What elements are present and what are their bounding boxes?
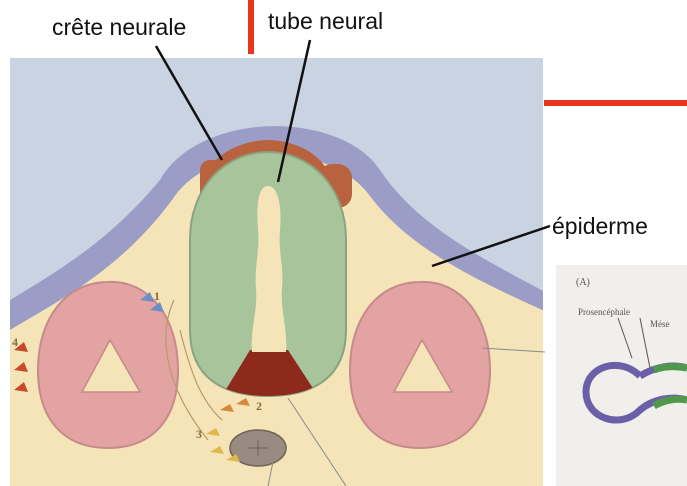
inset-label-prosencephale: Prosencéphale <box>578 308 630 317</box>
neural-tube <box>190 152 346 396</box>
inset-label-mesencephale: Mése <box>650 320 670 329</box>
red-accent-bar-horizontal <box>544 100 687 106</box>
label-neural-crest: crête neurale <box>52 16 186 39</box>
main-illustration <box>10 58 560 486</box>
label-neural-tube: tube neural <box>268 10 383 33</box>
migration-number-2: 2 <box>256 400 262 412</box>
right-somite <box>350 282 490 448</box>
label-epidermis: épiderme <box>552 215 648 238</box>
migration-number-1: 1 <box>154 290 160 302</box>
migration-number-4: 4 <box>12 336 18 348</box>
inset-panel-letter: (A) <box>576 278 590 288</box>
inset-figure <box>556 265 687 486</box>
migration-number-3: 3 <box>196 428 202 440</box>
red-accent-bar-vertical <box>248 0 254 54</box>
